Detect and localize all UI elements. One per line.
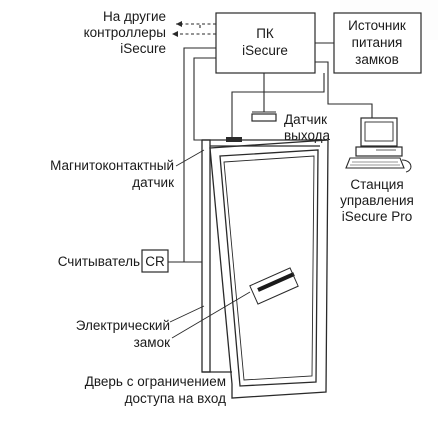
reader-cable [168, 47, 216, 263]
exit-sensor-label-line2: выхода [284, 128, 331, 143]
other-controllers-connections [172, 21, 216, 37]
door-label-line1: Дверь с ограничением [85, 374, 226, 389]
electric-lock-device [249, 267, 299, 305]
exit-sensor-label-line1: Датчик [284, 112, 327, 127]
magnetic-contact-cable [193, 57, 218, 141]
pc-isecure-label-line1: ПК [256, 26, 274, 41]
other-controllers-label-line2: контроллеры [84, 25, 166, 40]
magnetic-contact-label-line1: Магнитоконтактный [50, 158, 174, 173]
power-source-label-line2: питания [352, 35, 403, 50]
lock-power-cable [231, 73, 325, 140]
electric-lock-pointer-2 [171, 291, 251, 339]
electric-lock-label-line1: Электрический [76, 318, 170, 333]
reader-box-label: CR [145, 254, 165, 269]
door-frame [201, 139, 326, 373]
pc-isecure-box [215, 12, 316, 74]
station-label-line1: Станция [350, 177, 403, 192]
reader-box [141, 249, 169, 273]
station-label-line2: управления [340, 193, 414, 208]
computer-icon [345, 117, 412, 173]
power-source-label-line3: замков [355, 52, 399, 67]
exit-sensor-device [251, 113, 277, 122]
door-label-line2: доступа на вход [125, 391, 226, 406]
other-controllers-label-line3: iSecure [120, 41, 166, 56]
station-cable [315, 61, 373, 118]
magnetic-contact-label-line2: датчик [132, 175, 174, 190]
door-leaf [209, 139, 329, 399]
lock-power-source-box [333, 12, 422, 74]
magnetic-contact-sensor [226, 137, 242, 142]
reader-label: Считыватель [58, 254, 140, 269]
electric-lock-label-line2: замок [134, 335, 170, 350]
magnetic-contact-pointer [175, 149, 205, 167]
station-label-line3: iSecure Pro [342, 209, 413, 224]
other-controllers-label-line1: На другие [103, 9, 166, 24]
pc-isecure-label-line2: iSecure [242, 43, 288, 58]
electric-lock-pointer-1 [169, 305, 205, 323]
power-source-label-line1: Источник [348, 18, 406, 33]
